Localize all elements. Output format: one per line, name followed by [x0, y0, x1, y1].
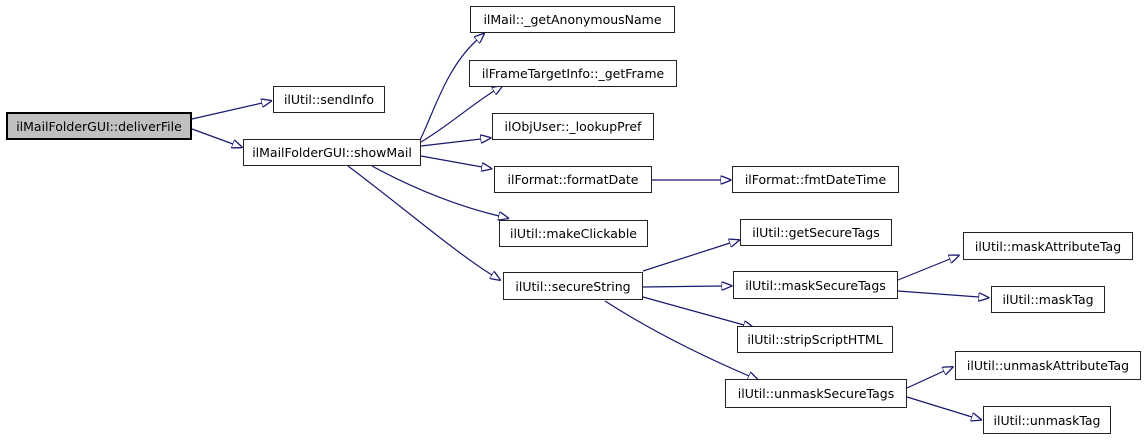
node-deliver-file[interactable]: ilMailFolderGUI::deliverFile — [6, 112, 192, 140]
edge-show-mail-format-date — [420, 155, 482, 167]
edge-deliver-file-show-mail — [191, 128, 233, 144]
edge-deliver-file-send-info — [191, 103, 262, 120]
node-lookup-pref[interactable]: ilObjUser::_lookupPref — [492, 113, 654, 140]
edge-secure-string-mask-secure-tags — [642, 286, 722, 287]
node-show-mail[interactable]: ilMailFolderGUI::showMail — [243, 139, 421, 166]
edge-show-mail-lookup-pref — [420, 139, 481, 147]
edge-secure-string-get-secure-tags — [642, 243, 730, 272]
node-make-clickable[interactable]: ilUtil::makeClickable — [499, 220, 648, 247]
edge-unmask-secure-tags-unmask-tag — [906, 396, 972, 417]
node-unmask-tag[interactable]: ilUtil::unmaskTag — [983, 406, 1111, 434]
edge-show-mail-get-anonymous-name — [419, 40, 477, 141]
node-strip-script-html[interactable]: ilUtil::stripScriptHTML — [737, 326, 893, 353]
edge-show-mail-get-frame — [420, 91, 494, 143]
node-format-date[interactable]: ilFormat::formatDate — [494, 166, 652, 193]
edge-show-mail-secure-string — [347, 165, 492, 275]
node-mask-tag[interactable]: ilUtil::maskTag — [991, 286, 1105, 313]
node-fmt-date-time[interactable]: ilFormat::fmtDateTime — [732, 166, 899, 193]
edge-unmask-secure-tags-unmask-attribute-tag — [906, 371, 944, 389]
node-mask-attribute-tag[interactable]: ilUtil::maskAttributeTag — [963, 232, 1133, 260]
node-unmask-attribute-tag[interactable]: ilUtil::unmaskAttributeTag — [955, 351, 1141, 380]
node-secure-string[interactable]: ilUtil::secureString — [503, 272, 643, 300]
node-get-anonymous-name[interactable]: ilMail::_getAnonymousName — [470, 6, 675, 33]
edge-mask-secure-tags-mask-tag — [897, 290, 979, 297]
edge-show-mail-make-clickable — [371, 165, 499, 216]
edge-secure-string-unmask-secure-tags — [604, 300, 749, 376]
node-unmask-secure-tags[interactable]: ilUtil::unmaskSecureTags — [725, 379, 907, 408]
edge-mask-secure-tags-mask-attribute-tag — [897, 259, 950, 281]
node-get-secure-tags[interactable]: ilUtil::getSecureTags — [740, 219, 892, 246]
edge-secure-string-strip-script-html — [642, 296, 744, 325]
node-send-info[interactable]: ilUtil::sendInfo — [273, 86, 385, 113]
node-mask-secure-tags[interactable]: ilUtil::maskSecureTags — [733, 271, 898, 299]
node-get-frame[interactable]: ilFrameTargetInfo::_getFrame — [469, 60, 677, 87]
